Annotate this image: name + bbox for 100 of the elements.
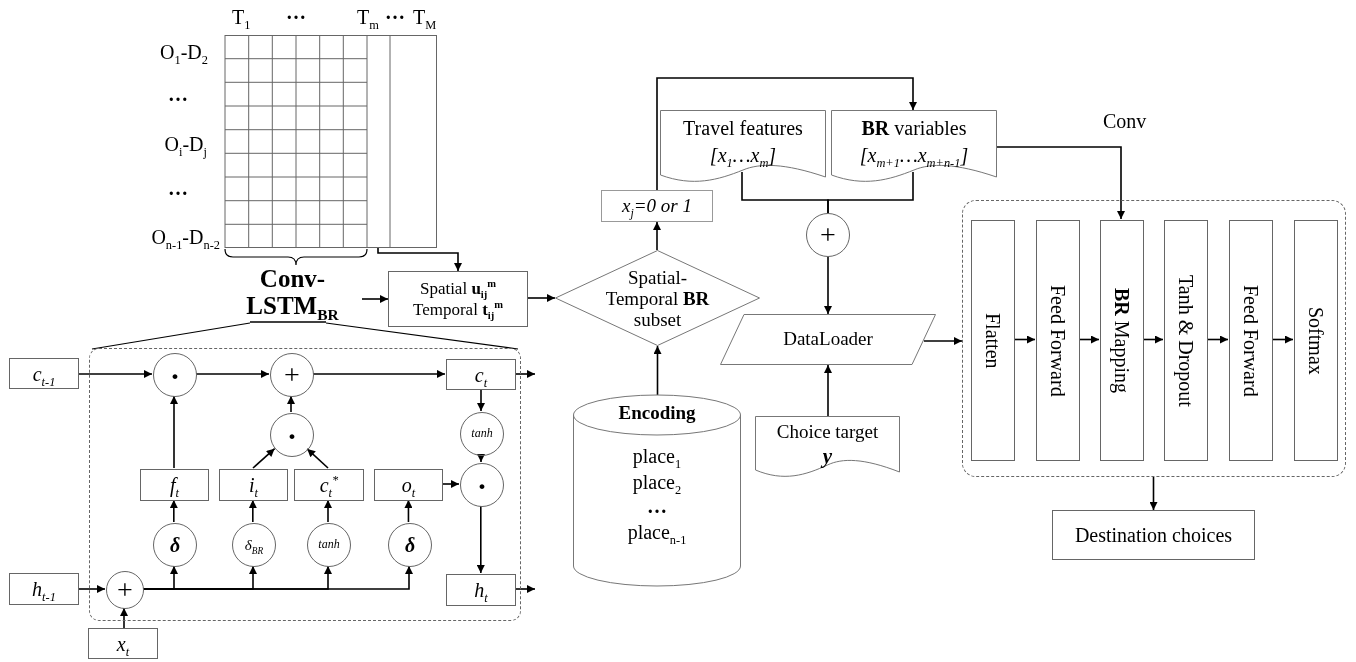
time-label: T$_{m}$ xyxy=(357,5,379,29)
dashed-container xyxy=(962,200,1346,477)
od-pair-label: O$_{1}$-D$_{2}$ xyxy=(160,40,208,64)
time-label: T$_{M}$ xyxy=(413,5,437,29)
arrow xyxy=(477,454,485,463)
layer-box xyxy=(1294,220,1338,461)
layer-box xyxy=(1164,220,1208,461)
ellipsis-label: … xyxy=(168,176,188,200)
node-label: … xyxy=(647,495,667,517)
node-label: Travel features xyxy=(683,116,803,141)
node-label: δ$_{BR}$ xyxy=(244,536,264,554)
node-label: + xyxy=(820,219,836,251)
ellipsis-label: … xyxy=(286,0,306,24)
node-label: Feed Forward xyxy=(1240,284,1262,397)
node-label: BR variables xyxy=(861,116,967,141)
layer-box xyxy=(1036,220,1080,461)
node-label: · xyxy=(287,418,297,452)
node-label: c$_{t}$ xyxy=(474,363,488,386)
connector-line xyxy=(827,171,914,214)
process-box xyxy=(9,573,79,605)
arrow xyxy=(996,146,1125,220)
process-box xyxy=(88,628,158,659)
process-box xyxy=(446,574,516,606)
node-label: [x$_{1}$…x$_{m}$] xyxy=(709,143,777,169)
arrow xyxy=(306,448,329,469)
ellipsis-label: … xyxy=(385,0,405,24)
node-label: + xyxy=(284,359,300,391)
arrow xyxy=(923,337,963,345)
arrow xyxy=(824,256,832,315)
arrow xyxy=(824,364,832,417)
arrow xyxy=(476,505,485,574)
node-label: h$_{t-1}$ xyxy=(32,578,56,600)
arrow xyxy=(312,369,446,378)
arrow xyxy=(514,585,536,593)
arrow xyxy=(477,388,485,412)
node-label: δ xyxy=(404,534,416,556)
node-label: Feed Forward xyxy=(1047,284,1069,397)
process-box xyxy=(1052,510,1255,560)
layer-box xyxy=(1100,220,1144,461)
node-label: place$_{1}$ xyxy=(632,444,682,469)
node-label: [x$_{m+1}$…x$_{m+n-1}$] xyxy=(859,143,969,169)
node-label: o$_{t}$ xyxy=(401,474,416,496)
layer-box xyxy=(1229,220,1273,461)
node-label: · xyxy=(477,468,487,502)
arrow xyxy=(404,499,413,523)
node-label: f$_{t}$ xyxy=(170,474,179,496)
node-label: Softmax xyxy=(1305,306,1327,375)
arrow xyxy=(361,295,389,303)
node-label: · xyxy=(170,358,180,392)
process-box xyxy=(446,359,516,390)
node-label: BR Mapping xyxy=(1111,288,1133,393)
process-box xyxy=(294,469,364,501)
process-box xyxy=(9,358,79,389)
arrow xyxy=(514,370,536,378)
arrow xyxy=(653,345,662,396)
ellipsis-label: … xyxy=(168,82,188,106)
arrow xyxy=(1149,476,1158,511)
arrow xyxy=(377,247,462,272)
arrow xyxy=(1271,335,1294,344)
container-heading: Conv- LSTM$_{BR}$ xyxy=(245,265,340,319)
arrow xyxy=(142,565,413,590)
node-label: DataLoader xyxy=(783,329,873,350)
node-label: tanh xyxy=(318,538,340,552)
arrow xyxy=(1206,335,1229,344)
arrow xyxy=(78,585,106,593)
time-label: T$_{1}$ xyxy=(232,5,251,29)
process-box xyxy=(374,469,443,501)
arrow xyxy=(252,447,276,469)
process-box xyxy=(388,271,528,327)
arrow xyxy=(324,499,332,523)
arrow xyxy=(441,480,460,488)
node-label: i$_{t}$ xyxy=(249,474,258,496)
arrow xyxy=(653,221,661,251)
od-pair-label: O$_{n-1}$-D$_{n-2}$ xyxy=(151,225,220,249)
arrow xyxy=(120,607,128,629)
node-label: Flatten xyxy=(982,312,1004,369)
node-label: + xyxy=(117,574,133,606)
node-label: Encoding xyxy=(618,401,696,425)
arrow xyxy=(656,77,917,191)
node-label: h$_{t}$ xyxy=(474,579,488,601)
process-box xyxy=(140,469,209,501)
arrow xyxy=(527,294,556,302)
arrow xyxy=(287,395,295,413)
node-label: Tanh & Dropout xyxy=(1175,274,1197,407)
process-box xyxy=(601,190,713,222)
node-label: δ xyxy=(169,534,181,556)
arrow xyxy=(170,395,178,469)
arrow xyxy=(1013,335,1036,344)
arrow xyxy=(78,370,153,378)
node-label: y xyxy=(822,444,833,468)
node-label: x$_{t}$ xyxy=(116,632,130,655)
node-label: Choice target xyxy=(776,420,879,444)
layer-box xyxy=(971,220,1015,461)
arrow xyxy=(1078,335,1100,344)
arrow xyxy=(248,499,257,523)
arrow xyxy=(169,499,178,523)
node-label: Destination choices xyxy=(1074,524,1233,546)
node-label: place$_{2}$ xyxy=(632,470,682,495)
node-label: Spatial- Temporal BR subset xyxy=(604,266,711,330)
arrow xyxy=(195,370,270,378)
